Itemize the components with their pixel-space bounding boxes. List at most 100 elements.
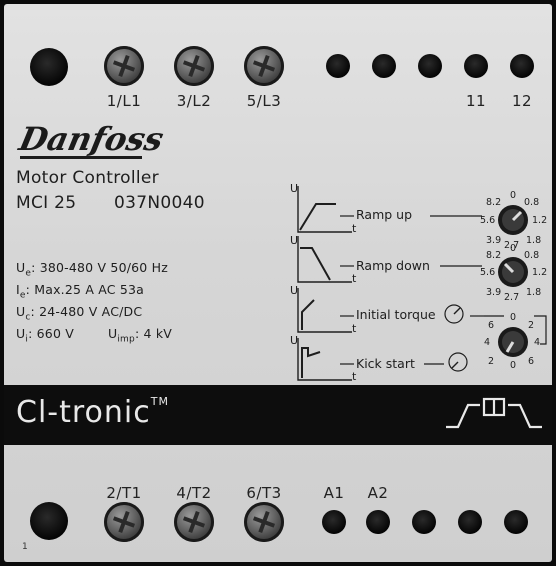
ramp-down-dial-right-mid: 1.2 [532,267,548,278]
product-code: 037N0040 [114,193,205,213]
ramp-up-dial-right-top: 0.8 [524,197,540,208]
ramp-down-label: Ramp down [356,258,430,273]
spec-ui-value: : 660 V [28,326,75,341]
terminal-label-5-l3: 5/L3 [246,92,282,110]
spec-uimp-symbol: U [108,326,118,341]
kick-dial-bottom: 0 [510,360,517,371]
ramp-down-dial-top: 0 [510,243,517,254]
terminal-hole-11[interactable] [464,54,488,78]
ramp-up-dial-left-mid: 5.6 [480,215,496,226]
spec-ui-subscript: i [25,334,29,345]
spec-ie-symbol: I [16,282,20,297]
initial-torque-curve [301,299,315,330]
spec-impulse-voltage: Uimp: 4 kV [108,326,172,345]
terminal-hole-a2[interactable] [366,510,390,534]
spec-ie-value: : Max.25 A AC 53a [25,282,145,297]
kick-dial-left-top: 6 [488,320,495,331]
terminal-hole-bottom-3 [412,510,436,534]
ramp-up-dial-left-top: 8.2 [486,197,502,208]
spec-ie-subscript: e [19,290,26,301]
terminal-label-3-l2: 3/L2 [176,92,212,110]
kick-start-small-dial [448,352,468,372]
function-graphs [297,186,352,381]
spec-rated-voltage: Ue: 380-480 V 50/60 Hz [16,260,168,279]
ramp-down-dial[interactable] [495,254,531,290]
terminal-screw-5-l3[interactable] [244,46,284,86]
terminal-screw-1-l1[interactable] [104,46,144,86]
axis-u-label-1: U [290,182,299,195]
axis-t-label-2: t [352,272,357,285]
terminal-screw-6-t3[interactable] [244,502,284,542]
terminal-hole-a1[interactable] [322,510,346,534]
initial-torque-axes [297,288,352,333]
terminal-label-4-t2: 4/T2 [176,484,212,502]
spec-ui-symbol: U [16,326,26,341]
ramp-down-dial-left-mid: 5.6 [480,267,496,278]
kick-dial-right-mid: 4 [534,337,541,348]
brand-logo: Danfoss [15,120,167,158]
axis-t-label-1: t [352,222,357,235]
ramp-up-axes [297,186,352,233]
spec-uc-symbol: U [16,304,26,319]
ramp-down-dial-left-bottom: 3.9 [486,287,502,298]
ramp-down-axes [297,236,352,283]
ramp-up-dial-bottom: 2.7 [504,240,520,251]
terminal-hole-top-1 [326,54,350,78]
spec-ue-symbol: U [16,260,26,275]
terminal-label-6-t3: 6/T3 [246,484,282,502]
product-band-label: Cl-tronicTM [16,395,169,430]
kick-dial-right-top: 2 [528,320,535,331]
spec-uc-subscript: c [25,312,31,323]
axis-t-label-3: t [352,322,357,335]
ramp-down-dial-right-top: 0.8 [524,250,540,261]
relay-symbol-icon [446,397,542,429]
product-name: Motor Controller [16,168,159,188]
terminal-label-12: 12 [511,92,533,110]
kick-dial-top: 0 [510,312,517,323]
spec-ue-value: : 380-480 V 50/60 Hz [31,260,168,275]
terminal-label-a1: A1 [323,484,345,502]
kick-start-dial[interactable] [495,324,531,360]
axis-u-label-2: U [290,234,299,247]
ramp-up-dial-right-bottom: 1.8 [526,235,542,246]
ramp-up-label: Ramp up [356,207,413,222]
terminal-label-11: 11 [465,92,487,110]
spec-rated-current: Ie: Max.25 A AC 53a [16,282,144,301]
axis-u-label-3: U [290,284,299,297]
corner-number: 1 [22,542,28,552]
product-model: MCI 25 [16,193,77,213]
ramp-down-dial-bottom: 2.7 [504,292,520,303]
terminal-screw-3-l2[interactable] [174,46,214,86]
terminal-screw-2-t1[interactable] [104,502,144,542]
spec-uc-value: : 24-480 V AC/DC [30,304,143,319]
ramp-up-curve [299,203,336,231]
terminal-screw-4-t2[interactable] [174,502,214,542]
kick-start-label: Kick start [356,356,415,371]
terminal-hole-12[interactable] [510,54,534,78]
ramp-up-dial-top: 0 [510,190,517,201]
terminal-hole-bottom-5 [504,510,528,534]
terminal-label-1-l1: 1/L1 [106,92,142,110]
spec-uimp-subscript: imp [117,334,135,345]
ramp-up-dial[interactable] [495,202,531,238]
mounting-hole-bottom-left [30,502,68,540]
spec-control-voltage: Uc: 24-480 V AC/DC [16,304,142,323]
ramp-up-dial-left-bottom: 3.9 [486,235,502,246]
axis-u-label-4: U [290,334,299,347]
terminal-hole-top-2 [372,54,396,78]
initial-torque-label: Initial torque [356,307,436,322]
ramp-down-dial-right-bottom: 1.8 [526,287,542,298]
terminal-hole-top-3 [418,54,442,78]
terminal-label-2-t1: 2/T1 [106,484,142,502]
ramp-up-dial-group [478,190,548,250]
ramp-down-curve [300,247,331,281]
spec-insulation-voltage: Ui: 660 V [16,326,74,345]
ramp-down-dial-left-top: 8.2 [486,250,502,261]
brand-underline [20,156,142,159]
band-brand-text: Cl-tronic [16,395,151,430]
ramp-up-dial-right-mid: 1.2 [532,215,548,226]
motor-controller-device: 1/L1 3/L2 5/L3 11 12 Danfoss Motor Contr… [4,4,552,562]
spec-ue-subscript: e [25,268,32,279]
kick-dial-right-bottom: 6 [528,356,535,367]
kick-dial-left-mid: 4 [484,337,491,348]
